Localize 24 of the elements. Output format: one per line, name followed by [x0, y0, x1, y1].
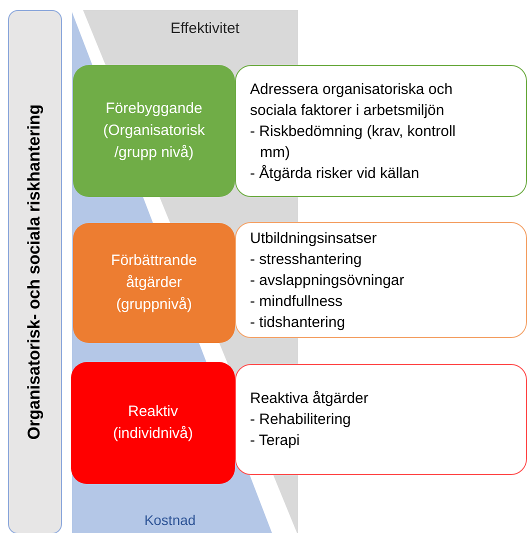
list-item: - Rehabilitering: [250, 410, 352, 430]
level-box: [71, 362, 235, 484]
level-title: Reaktiv (individnivå): [112, 402, 194, 444]
description-heading: Reaktiva åtgärder: [250, 389, 370, 409]
list-item: - Terapi: [250, 431, 301, 451]
description-box: [235, 222, 527, 338]
description-box: [235, 65, 527, 197]
level-box: [73, 65, 235, 197]
level-title: Förebyggande (Organisatorisk /grupp nivå): [102, 99, 206, 163]
axis-label: Effektivitet: [170, 19, 240, 39]
list-item: - mindfullness: [250, 292, 344, 312]
list-item: - Åtgärda risker vid källan: [250, 164, 420, 184]
list-item: - stresshantering: [250, 250, 363, 270]
axis-label: Kostnad: [143, 511, 197, 530]
description-heading: Adressera organisatoriska och sociala faktorer i arbetsmiljön: [250, 80, 454, 120]
side-label-box: [8, 10, 62, 533]
description-box: [235, 364, 527, 475]
description-heading: Utbildningsinsatser: [250, 228, 378, 248]
level-title: Förbättrande åtgärder (gruppnivå): [110, 251, 198, 315]
level-box: [73, 223, 235, 343]
list-item: - avslappningsövningar: [250, 270, 406, 290]
list-item: - tidshantering: [250, 312, 346, 332]
side-label: Organisatorisk- och sociala riskhantering: [25, 104, 44, 440]
list-item: - Riskbedömning (krav, kontroll mm): [250, 122, 457, 162]
